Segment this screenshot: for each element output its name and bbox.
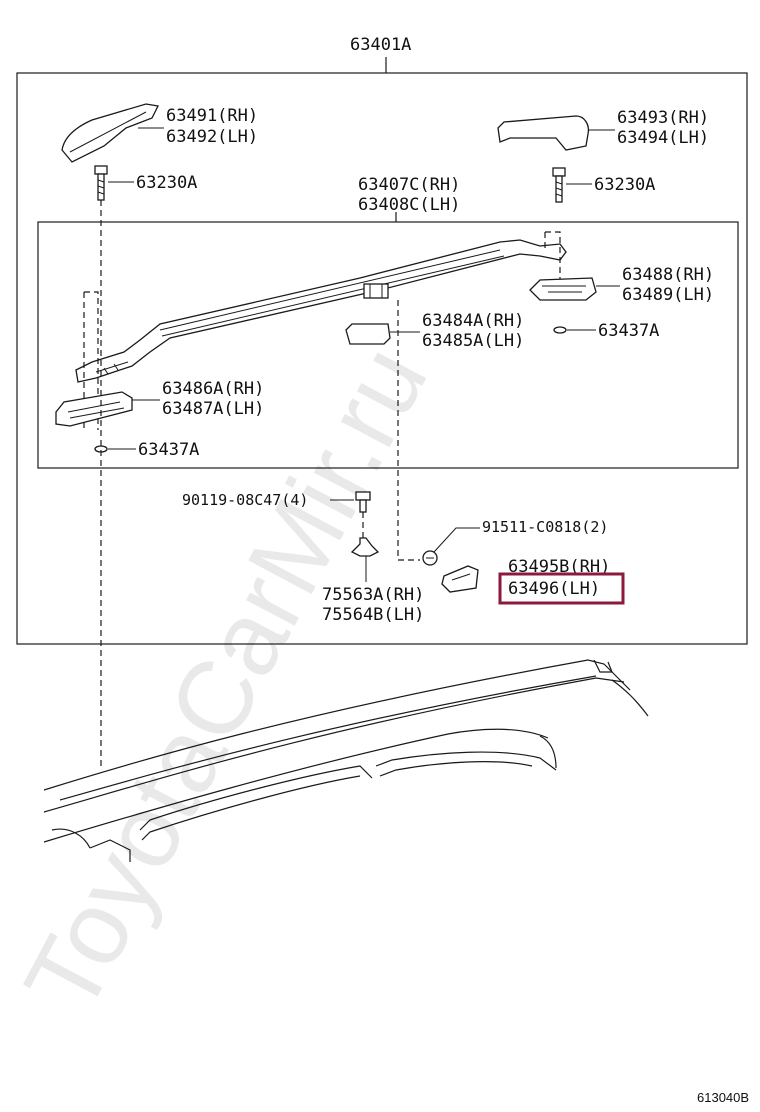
watermark: ToyotaCarMir.ru [3,328,450,1031]
washer-right-label[interactable]: 63437A [598,321,659,341]
rear-support-lh-label[interactable]: 63489(LH) [622,285,714,305]
rear-rail-support [529,277,597,301]
rail-frame [37,221,739,469]
bolt-left [94,165,108,201]
highlight-box [498,572,625,605]
end-cap-lh-label[interactable]: 63496(LH) [508,579,600,599]
front-cover-lh-label[interactable]: 63492(LH) [166,127,258,147]
washer-right [553,326,567,334]
end-cap-rh-label[interactable]: 63495B(RH) [508,557,610,577]
center-support-rh-label[interactable]: 63484A(RH) [422,311,524,331]
front-cover-rh-label[interactable]: 63491(RH) [166,106,258,126]
center-rail-support [345,323,391,345]
bracket-lh-label[interactable]: 75564B(LH) [322,605,424,625]
rail-lh-label[interactable]: 63408C(LH) [358,195,460,215]
screw [422,550,438,566]
end-cap-bracket [350,537,380,557]
center-support-lh-label[interactable]: 63485A(LH) [422,331,524,351]
assembly-label[interactable]: 63401A [350,35,411,55]
bolt-right-label[interactable]: 63230A [594,175,655,195]
vehicle-roof [43,659,649,862]
screw-label[interactable]: 91511-C0818(2) [482,518,608,536]
rear-support-rh-label[interactable]: 63488(RH) [622,265,714,285]
assembly-frame [16,72,748,645]
washer-left-label[interactable]: 63437A [138,440,199,460]
rail-rh-label[interactable]: 63407C(RH) [358,175,460,195]
diagram-code: 613040B [697,1090,749,1105]
bolt-left-label[interactable]: 63230A [136,173,197,193]
rear-cover-rh-label[interactable]: 63493(RH) [617,108,709,128]
rear-rail-cover [497,115,590,151]
front-support-lh-label[interactable]: 63487A(LH) [162,399,264,419]
rail-end-cap [441,565,479,593]
front-support-rh-label[interactable]: 63486A(RH) [162,379,264,399]
small-bolt-label[interactable]: 90119-08C47(4) [182,491,308,509]
rear-cover-lh-label[interactable]: 63494(LH) [617,128,709,148]
roof-rail [75,239,567,383]
bolt-right [552,167,566,203]
bracket-rh-label[interactable]: 75563A(RH) [322,585,424,605]
